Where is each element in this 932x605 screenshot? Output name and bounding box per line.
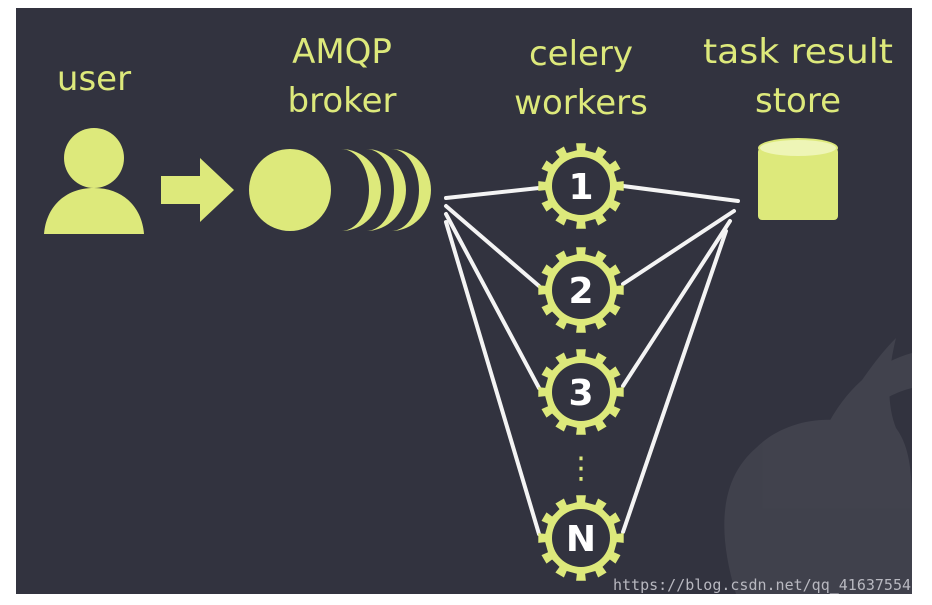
- worker-to-store-line: [621, 229, 728, 534]
- worker-to-store-line: [621, 209, 736, 286]
- broker-label-line2: broker: [288, 81, 397, 121]
- user-label: user: [57, 59, 131, 99]
- worker-number: 2: [568, 271, 593, 312]
- worker-number: 1: [568, 167, 593, 208]
- gear-icon: 3: [538, 349, 624, 435]
- worker-number: 3: [568, 373, 593, 414]
- workers-label-line1: celery: [529, 34, 633, 74]
- broker-to-worker-line: [444, 212, 541, 390]
- broker-to-worker-line: [444, 204, 541, 288]
- gear-center: [552, 363, 610, 421]
- broker-to-worker-line: [444, 186, 541, 200]
- store-label-line2: store: [755, 81, 841, 121]
- database-icon: [758, 138, 838, 220]
- user-icon: [44, 128, 144, 234]
- workers-label-line2: workers: [514, 83, 648, 123]
- gear-icon: N: [538, 495, 624, 581]
- watermark-text: https://blog.csdn.net/qq_41637554: [613, 576, 911, 594]
- connection-lines: [444, 184, 740, 536]
- celery-architecture-diagram: 1 2 3N ⋮ user AMQP broker celery workers t…: [44, 32, 912, 594]
- celery-mascot-icon: [724, 338, 912, 594]
- gear-icon: 2: [538, 247, 624, 333]
- gear-center: [552, 509, 610, 567]
- queue-icon: [249, 149, 431, 231]
- worker-to-store-line: [621, 219, 732, 388]
- worker-number: N: [566, 519, 596, 560]
- gear-center: [552, 157, 610, 215]
- store-label-line1: task result: [703, 32, 893, 72]
- worker-to-store-line: [621, 184, 740, 203]
- workers-ellipsis: ⋮: [566, 451, 596, 486]
- gear-center: [552, 261, 610, 319]
- worker-gears: 1 2 3N: [538, 143, 624, 581]
- broker-label-line1: AMQP: [292, 32, 392, 72]
- broker-to-worker-line: [444, 220, 541, 536]
- arrow-right-icon: [161, 158, 234, 222]
- gear-icon: 1: [538, 143, 624, 229]
